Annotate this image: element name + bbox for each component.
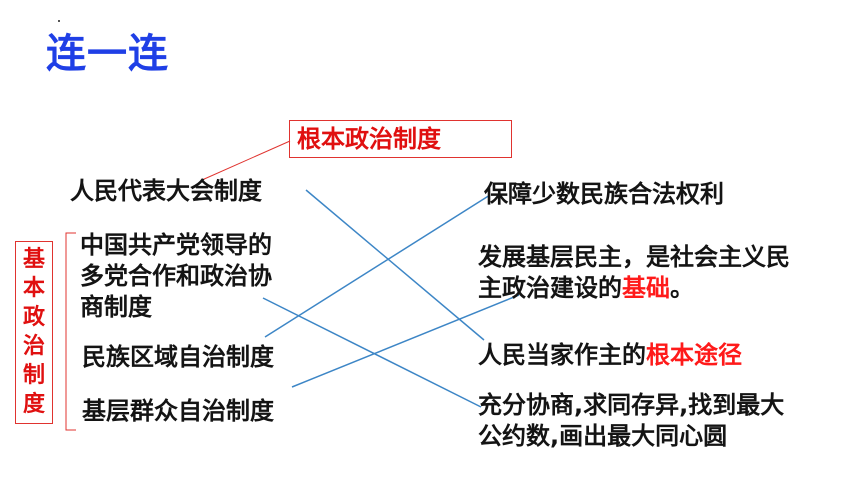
master-text: 人民当家作主的 bbox=[478, 341, 646, 369]
match-line-grassroots-to-democracy bbox=[291, 294, 520, 388]
left-item-cpc: 中国共产党领导的 多党合作和政治协 商制度 bbox=[80, 230, 272, 323]
left-item-cpc-line: 中国共产党领导的 bbox=[80, 231, 272, 259]
match-line-npc-to-master bbox=[305, 189, 485, 341]
left-item-grassroots: 基层群众自治制度 bbox=[82, 397, 274, 425]
right-item-master: 人民当家作主的根本途径 bbox=[478, 340, 742, 371]
right-item-consult: 充分协商,求同存异,找到最大 公约数,画出最大同心圆 bbox=[478, 390, 784, 452]
root-system-label: 根本政治制度 bbox=[289, 120, 512, 158]
left-item-regional: 民族区域自治制度 bbox=[82, 343, 274, 371]
left-item-cpc-line: 商制度 bbox=[80, 293, 152, 321]
vertical-char: 基 bbox=[22, 247, 45, 272]
basic-system-vertical-label: 基 本 政 治 制 度 bbox=[15, 241, 53, 424]
page-title: 连一连 bbox=[46, 31, 169, 77]
vertical-char: 政 bbox=[22, 305, 45, 330]
match-line-regional-to-minority bbox=[264, 194, 491, 338]
root-label-connector bbox=[201, 140, 291, 181]
basic-system-bracket bbox=[65, 232, 76, 431]
master-highlight: 根本途径 bbox=[646, 341, 742, 369]
left-item-npc: 人民代表大会制度 bbox=[70, 177, 262, 205]
left-item-cpc-line: 多党合作和政治协 bbox=[80, 262, 272, 290]
right-item-minority: 保障少数民族合法权利 bbox=[484, 180, 724, 208]
democracy-punct: 。 bbox=[670, 274, 694, 302]
right-item-consult-line: 充分协商,求同存异,找到最大 bbox=[478, 391, 785, 419]
right-item-consult-line: 公约数,画出最大同心圆 bbox=[478, 422, 728, 450]
vertical-char: 制 bbox=[22, 363, 45, 388]
decorative-dot bbox=[58, 20, 60, 22]
match-line-cpc-to-consult bbox=[262, 297, 482, 408]
vertical-char: 度 bbox=[22, 392, 45, 417]
democracy-text: 主政治建设的 bbox=[478, 274, 622, 302]
right-item-democracy-line: 主政治建设的基础。 bbox=[478, 273, 790, 304]
democracy-highlight: 基础 bbox=[622, 274, 670, 302]
right-item-democracy: 发展基层民主，是社会主义民 主政治建设的基础。 bbox=[478, 242, 790, 304]
vertical-char: 本 bbox=[22, 276, 45, 301]
vertical-char: 治 bbox=[22, 334, 45, 359]
right-item-democracy-line: 发展基层民主，是社会主义民 bbox=[478, 243, 790, 271]
